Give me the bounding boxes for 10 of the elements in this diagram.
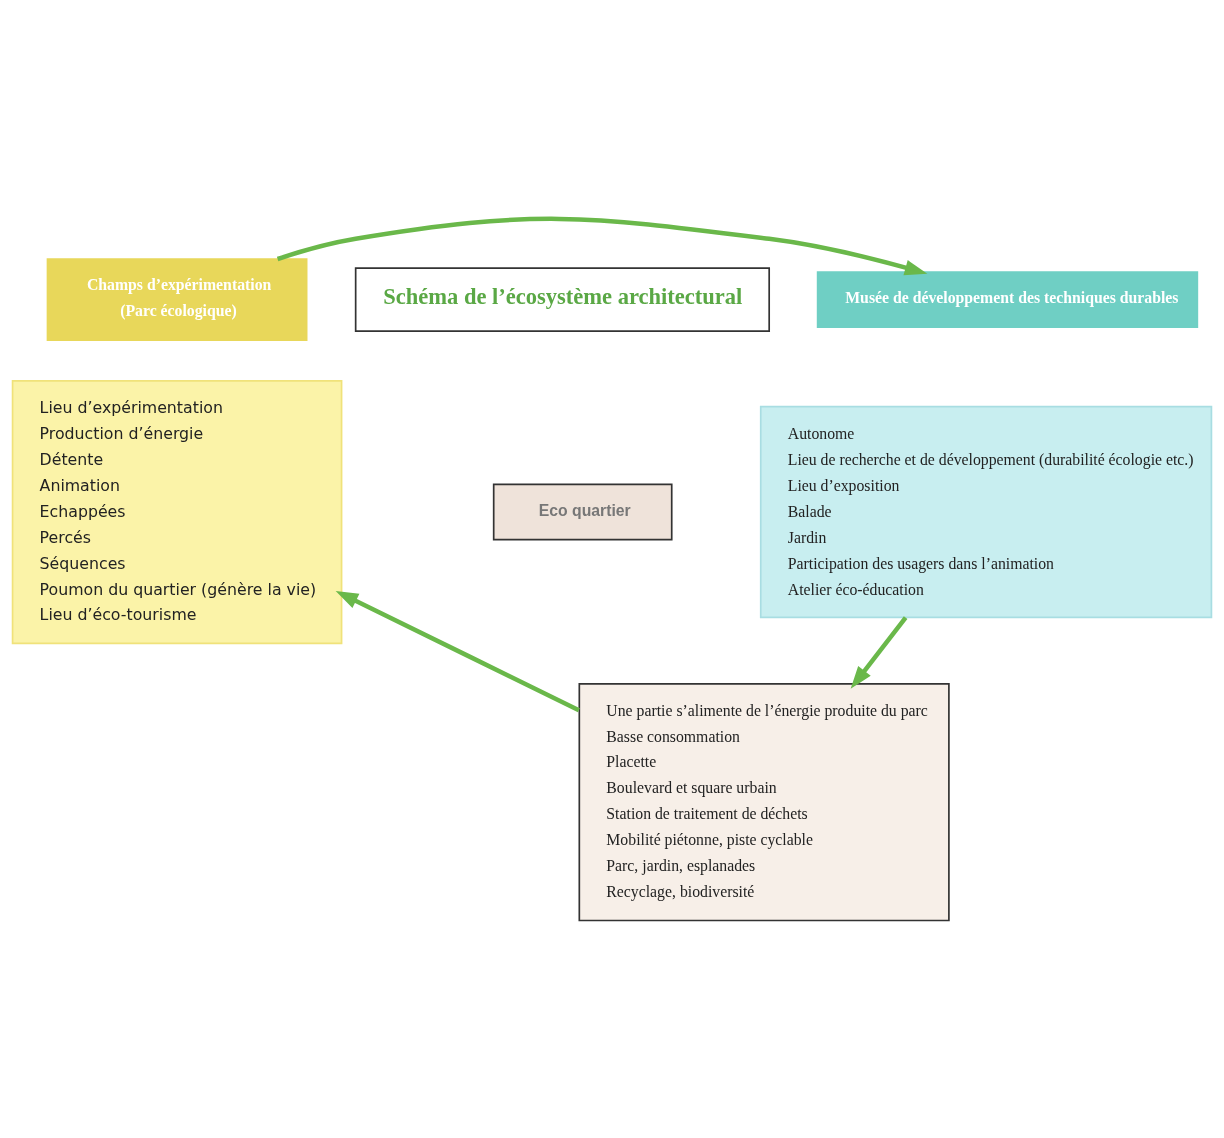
- node-box: Champs d’expérimentation (Parc écologique): [46, 257, 308, 341]
- arrow: [335, 590, 580, 712]
- arrow: [850, 615, 908, 689]
- node-box: Eco quartier: [492, 483, 673, 540]
- node-box: Une partie s’alimente de l’énergie produite du parc Basse consommation Placette Boulevard et square urbain Station de traitement de déchets Mobilité piétonne, piste cyclable Parc, jardin, esplanades Recyclage, biodiversité: [578, 682, 950, 921]
- arrow: [276, 216, 928, 275]
- node-box: Schéma de l’écosystème architectural: [354, 266, 771, 332]
- node-box: Musée de développement des techniques durables: [816, 270, 1199, 328]
- node-box: Autonome Lieu de recherche et de développement (durabilité écologie etc.) Lieu d’exposition Balade Jardin Participation des usagers dans l’animation Atelier éco-éducation: [759, 405, 1213, 618]
- node-box: Lieu d’expérimentation Production d’énergie Détente Animation Echappées Percés Séquences Poumon du quartier (génère la vie) Lieu d’éco-tourisme: [11, 379, 343, 644]
